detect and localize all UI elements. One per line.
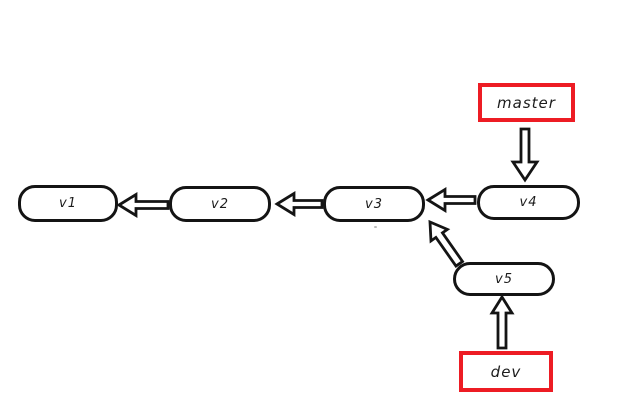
commit-node-v1: v1 (18, 185, 118, 222)
commit-label: v3 (365, 196, 383, 212)
arrow-dev-to-v5-icon (489, 294, 515, 350)
commit-label: v4 (519, 195, 538, 210)
arrow-v5-to-v3-icon (428, 219, 465, 269)
branch-name: master (497, 93, 556, 112)
arrow-v3-to-v2-icon (274, 190, 324, 218)
arrow-master-to-v4-icon (510, 127, 540, 183)
commit-node-v3: v3 (323, 186, 425, 222)
branch-label-dev: dev (459, 351, 553, 392)
commit-node-v2: v2 (169, 186, 271, 222)
commit-node-v5: v5 (453, 262, 555, 296)
commit-node-v4: v4 (477, 185, 580, 220)
stray-dot (374, 226, 377, 228)
arrow-v4-to-v3-icon (425, 186, 477, 214)
commit-label: v5 (495, 271, 513, 287)
branch-name: dev (490, 362, 522, 381)
commit-label: v1 (59, 196, 77, 211)
arrow-v2-to-v1-icon (116, 191, 170, 219)
commit-label: v2 (211, 196, 229, 212)
branch-label-master: master (478, 83, 575, 122)
